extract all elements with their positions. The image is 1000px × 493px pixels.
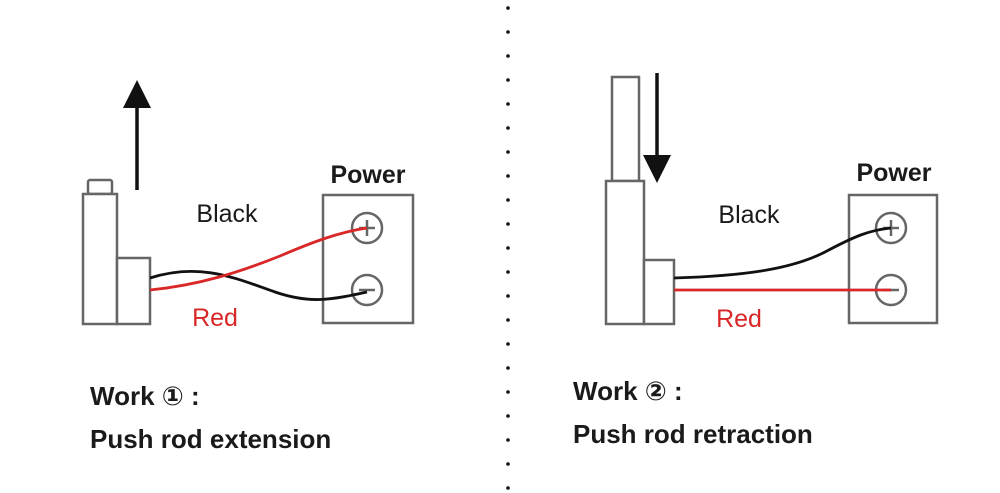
work-label: Work ① : — [90, 381, 200, 411]
panel-retraction: Power Black Red Work ② : Push rod retrac… — [573, 73, 939, 449]
divider-dot — [506, 54, 510, 58]
actuator-motor — [642, 258, 676, 326]
down-arrow-icon — [643, 73, 671, 183]
black-wire — [149, 270, 368, 301]
divider-dot — [506, 438, 510, 442]
divider-dot — [506, 294, 510, 298]
red-wire-label: Red — [716, 305, 762, 333]
divider-dot — [506, 78, 510, 82]
work-label: Work ② : — [573, 376, 683, 406]
divider-dot — [506, 390, 510, 394]
divider-dot — [506, 6, 510, 10]
divider-dot — [506, 222, 510, 226]
description-text: Push rod retraction — [573, 419, 813, 449]
divider-dot — [506, 198, 510, 202]
red-wire-label: Red — [192, 304, 238, 332]
power-box — [321, 193, 415, 325]
divider-dot — [506, 270, 510, 274]
power-label: Power — [330, 161, 405, 189]
actuator-extended — [81, 178, 152, 326]
panel-extension: Power Black Red Work ① : Push rod extens… — [81, 80, 415, 454]
divider-dot — [506, 102, 510, 106]
power-label: Power — [856, 159, 931, 187]
divider-dot — [506, 30, 510, 34]
divider-dot — [506, 414, 510, 418]
black-wire — [673, 226, 892, 280]
description-text: Push rod extension — [90, 424, 331, 454]
red-wire — [149, 226, 368, 292]
divider-dot — [506, 150, 510, 154]
push-rod — [610, 75, 641, 183]
black-wire-label: Black — [196, 200, 258, 228]
divider-dot — [506, 486, 510, 490]
actuator-retracted — [604, 75, 676, 326]
actuator-tube — [81, 192, 119, 326]
black-wire-label: Black — [718, 201, 780, 229]
up-arrow-icon — [123, 80, 151, 190]
actuator-tube — [604, 179, 646, 326]
divider-dot — [506, 126, 510, 130]
divider-dot — [506, 462, 510, 466]
divider-dot — [506, 246, 510, 250]
push-rod-tip — [86, 178, 114, 196]
divider-dot — [506, 342, 510, 346]
divider-dot — [506, 318, 510, 322]
divider-dot — [506, 174, 510, 178]
actuator-motor — [115, 256, 152, 326]
power-box — [847, 193, 939, 325]
divider-dot — [506, 366, 510, 370]
panel-divider — [506, 6, 510, 490]
